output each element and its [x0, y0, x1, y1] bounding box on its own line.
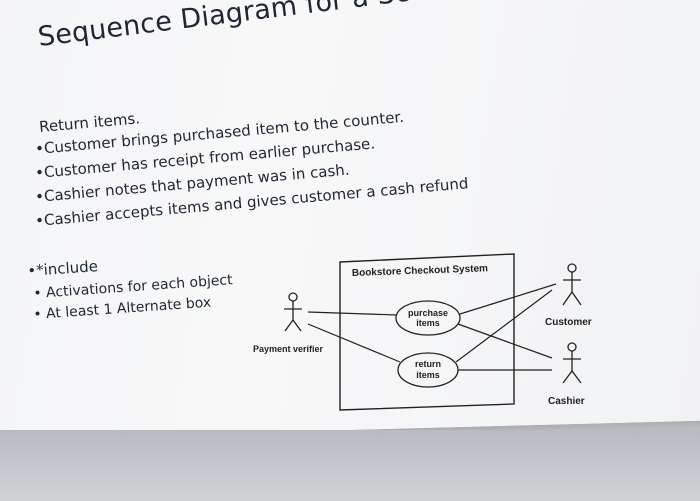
payment-verifier-actor-icon	[284, 292, 302, 332]
assoc-customer-return	[455, 289, 553, 363]
payment-verifier-label: Payment verifier	[253, 344, 324, 354]
assoc-verifier-return	[307, 323, 401, 363]
system-name-label: Bookstore Checkout System	[352, 263, 489, 279]
assoc-verifier-purchase	[307, 311, 398, 316]
association-lines	[307, 283, 557, 371]
use-case-return-label-2: items	[416, 370, 440, 380]
system-boundary	[339, 253, 515, 411]
use-case-purchase-label-1: purchase	[408, 308, 448, 318]
use-case-purchase-label-2: items	[416, 318, 440, 328]
customer-actor-icon	[562, 263, 582, 306]
customer-label: Customer	[545, 317, 592, 328]
slide-bottom-edge	[0, 430, 700, 501]
cashier-label: Cashier	[548, 396, 585, 407]
cashier-actor-icon	[562, 342, 582, 384]
assoc-cashier-purchase	[457, 323, 553, 359]
use-case-return-label-1: return	[415, 359, 441, 369]
assoc-customer-purchase	[459, 283, 557, 315]
use-case-purchase-items	[395, 300, 461, 336]
